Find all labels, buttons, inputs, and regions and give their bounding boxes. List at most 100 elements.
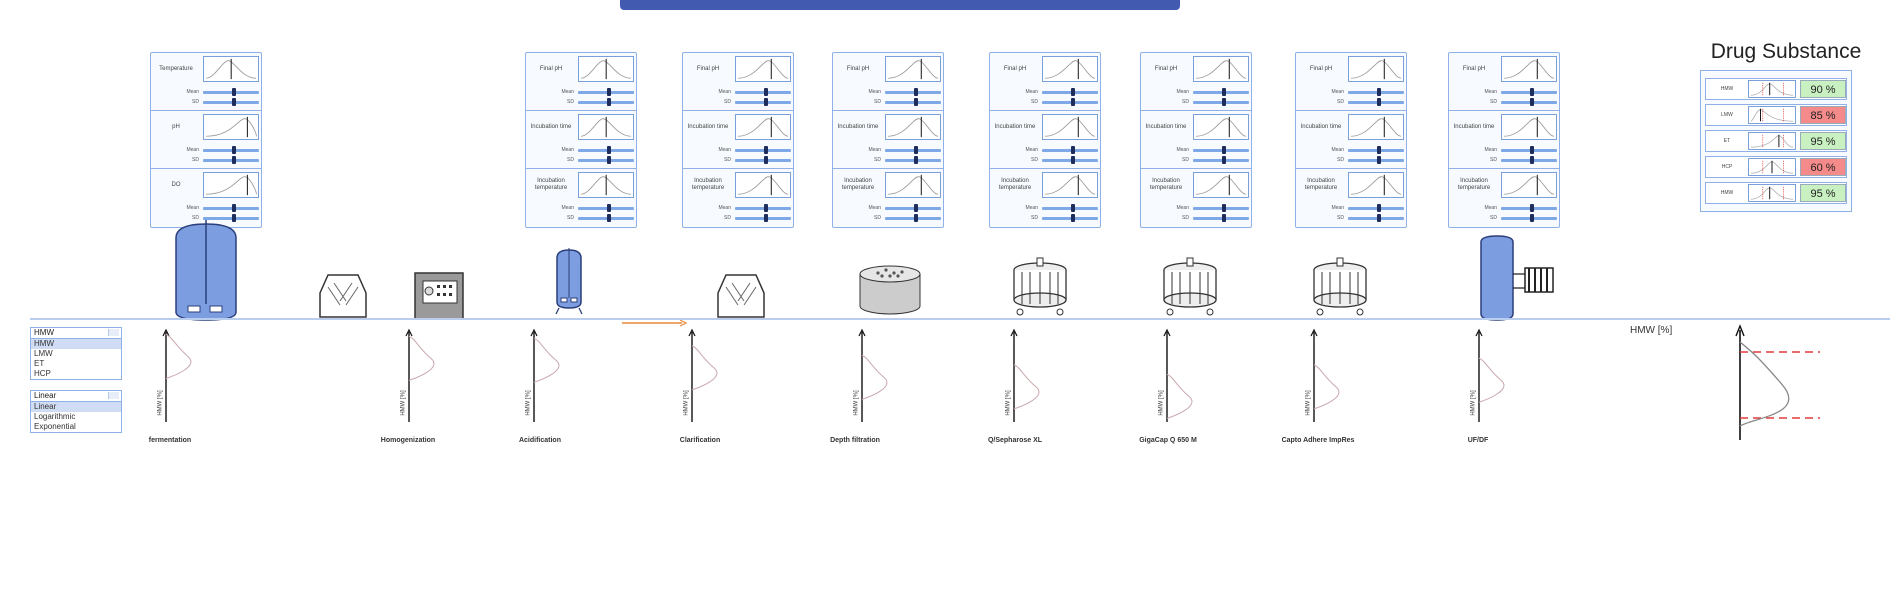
- slider-thumb[interactable]: [1221, 98, 1226, 106]
- slider-thumb[interactable]: [1376, 156, 1381, 164]
- slider-thumb[interactable]: [1376, 146, 1381, 154]
- slider-thumb[interactable]: [1529, 98, 1534, 106]
- slider-thumb[interactable]: [606, 156, 611, 164]
- mean-slider[interactable]: [885, 146, 941, 154]
- slider-thumb[interactable]: [763, 204, 768, 212]
- slider-thumb[interactable]: [1376, 204, 1381, 212]
- slider-thumb[interactable]: [231, 88, 236, 96]
- slider-thumb[interactable]: [231, 156, 236, 164]
- sd-slider[interactable]: [1042, 98, 1098, 106]
- sd-slider[interactable]: [1501, 214, 1557, 222]
- scale-option-exponential[interactable]: Exponential: [34, 422, 76, 431]
- mean-slider[interactable]: [1348, 88, 1404, 96]
- mean-slider[interactable]: [203, 88, 259, 96]
- sd-slider[interactable]: [885, 214, 941, 222]
- slider-thumb[interactable]: [231, 98, 236, 106]
- slider-thumb[interactable]: [1529, 88, 1534, 96]
- attribute-option-hmw[interactable]: HMW: [31, 339, 121, 349]
- mean-slider[interactable]: [578, 88, 634, 96]
- slider-thumb[interactable]: [763, 88, 768, 96]
- attribute-select[interactable]: HMW HMW LMW ET HCP: [30, 327, 122, 380]
- slider-thumb[interactable]: [1376, 88, 1381, 96]
- slider-thumb[interactable]: [1221, 204, 1226, 212]
- slider-thumb[interactable]: [913, 98, 918, 106]
- attribute-option-hcp[interactable]: HCP: [34, 369, 51, 378]
- mean-slider[interactable]: [203, 204, 259, 212]
- mean-slider[interactable]: [1042, 204, 1098, 212]
- slider-thumb[interactable]: [1070, 204, 1075, 212]
- mean-slider[interactable]: [1193, 146, 1249, 154]
- slider-thumb[interactable]: [1529, 156, 1534, 164]
- slider-thumb[interactable]: [1529, 146, 1534, 154]
- sd-slider[interactable]: [1348, 98, 1404, 106]
- slider-thumb[interactable]: [1070, 146, 1075, 154]
- mean-slider[interactable]: [735, 146, 791, 154]
- attribute-option-lmw[interactable]: LMW: [34, 349, 53, 358]
- slider-thumb[interactable]: [913, 146, 918, 154]
- scale-option-linear[interactable]: Linear: [31, 402, 121, 412]
- mean-slider[interactable]: [1193, 204, 1249, 212]
- sd-slider[interactable]: [578, 156, 634, 164]
- sd-slider[interactable]: [735, 214, 791, 222]
- attribute-option-et[interactable]: ET: [34, 359, 45, 368]
- sd-slider[interactable]: [1193, 214, 1249, 222]
- mean-slider[interactable]: [1348, 146, 1404, 154]
- scale-option-logarithmic[interactable]: Logarithmic: [34, 412, 76, 421]
- attribute-select-current[interactable]: HMW: [31, 328, 121, 339]
- sd-slider[interactable]: [885, 156, 941, 164]
- slider-thumb[interactable]: [1221, 88, 1226, 96]
- mean-slider[interactable]: [885, 204, 941, 212]
- mean-slider[interactable]: [1042, 146, 1098, 154]
- slider-thumb[interactable]: [606, 146, 611, 154]
- slider-thumb[interactable]: [231, 146, 236, 154]
- slider-thumb[interactable]: [1070, 214, 1075, 222]
- slider-thumb[interactable]: [913, 204, 918, 212]
- mean-slider[interactable]: [1348, 204, 1404, 212]
- slider-thumb[interactable]: [913, 156, 918, 164]
- slider-thumb[interactable]: [1529, 204, 1534, 212]
- slider-thumb[interactable]: [913, 214, 918, 222]
- mean-slider[interactable]: [203, 146, 259, 154]
- sd-slider[interactable]: [1501, 156, 1557, 164]
- mean-slider[interactable]: [735, 204, 791, 212]
- sd-slider[interactable]: [1348, 214, 1404, 222]
- sd-slider[interactable]: [735, 156, 791, 164]
- sd-slider[interactable]: [1348, 156, 1404, 164]
- sd-slider[interactable]: [578, 214, 634, 222]
- sd-slider[interactable]: [1042, 156, 1098, 164]
- slider-thumb[interactable]: [1221, 156, 1226, 164]
- sd-slider[interactable]: [203, 98, 259, 106]
- slider-thumb[interactable]: [763, 146, 768, 154]
- slider-thumb[interactable]: [1221, 214, 1226, 222]
- sd-slider[interactable]: [203, 214, 259, 222]
- sd-slider[interactable]: [1042, 214, 1098, 222]
- mean-slider[interactable]: [578, 204, 634, 212]
- mean-slider[interactable]: [735, 88, 791, 96]
- scale-select[interactable]: Linear Linear Logarithmic Exponential: [30, 390, 122, 433]
- slider-thumb[interactable]: [1070, 88, 1075, 96]
- slider-thumb[interactable]: [231, 204, 236, 212]
- sd-slider[interactable]: [203, 156, 259, 164]
- slider-thumb[interactable]: [606, 98, 611, 106]
- slider-thumb[interactable]: [606, 204, 611, 212]
- slider-thumb[interactable]: [763, 98, 768, 106]
- sd-slider[interactable]: [578, 98, 634, 106]
- sd-slider[interactable]: [1501, 98, 1557, 106]
- mean-slider[interactable]: [1501, 146, 1557, 154]
- slider-thumb[interactable]: [763, 214, 768, 222]
- slider-thumb[interactable]: [231, 214, 236, 222]
- sd-slider[interactable]: [1193, 98, 1249, 106]
- sd-slider[interactable]: [735, 98, 791, 106]
- slider-thumb[interactable]: [1070, 98, 1075, 106]
- scale-select-current[interactable]: Linear: [31, 391, 121, 402]
- slider-thumb[interactable]: [1221, 146, 1226, 154]
- slider-thumb[interactable]: [913, 88, 918, 96]
- mean-slider[interactable]: [1501, 88, 1557, 96]
- slider-thumb[interactable]: [606, 88, 611, 96]
- slider-thumb[interactable]: [763, 156, 768, 164]
- slider-thumb[interactable]: [1376, 98, 1381, 106]
- mean-slider[interactable]: [578, 146, 634, 154]
- sd-slider[interactable]: [885, 98, 941, 106]
- mean-slider[interactable]: [1501, 204, 1557, 212]
- mean-slider[interactable]: [1193, 88, 1249, 96]
